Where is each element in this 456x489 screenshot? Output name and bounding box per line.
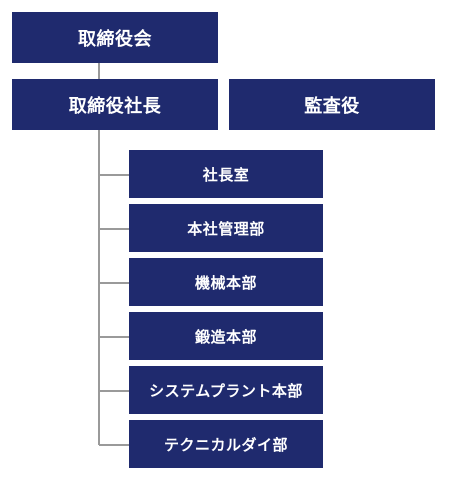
department-box-machinery: 機械本部: [129, 258, 323, 306]
department-box-president-office: 社長室: [129, 150, 323, 198]
connector-branch-2: [99, 282, 129, 284]
connector-branch-4: [99, 390, 129, 392]
president-box: 取締役社長: [12, 79, 218, 130]
connector-board-president: [98, 62, 100, 80]
connector-trunk: [98, 130, 100, 445]
connector-branch-0: [99, 174, 129, 176]
connector-branch-3: [99, 336, 129, 338]
connector-branch-1: [99, 228, 129, 230]
board-of-directors-box: 取締役会: [12, 12, 218, 63]
department-box-forging: 鍛造本部: [129, 312, 323, 360]
department-box-headquarters-admin: 本社管理部: [129, 204, 323, 252]
auditor-box: 監査役: [229, 79, 435, 130]
connector-branch-5: [99, 444, 129, 446]
department-box-technical-die: テクニカルダイ部: [129, 420, 323, 468]
department-box-system-plant: システムプラント本部: [129, 366, 323, 414]
